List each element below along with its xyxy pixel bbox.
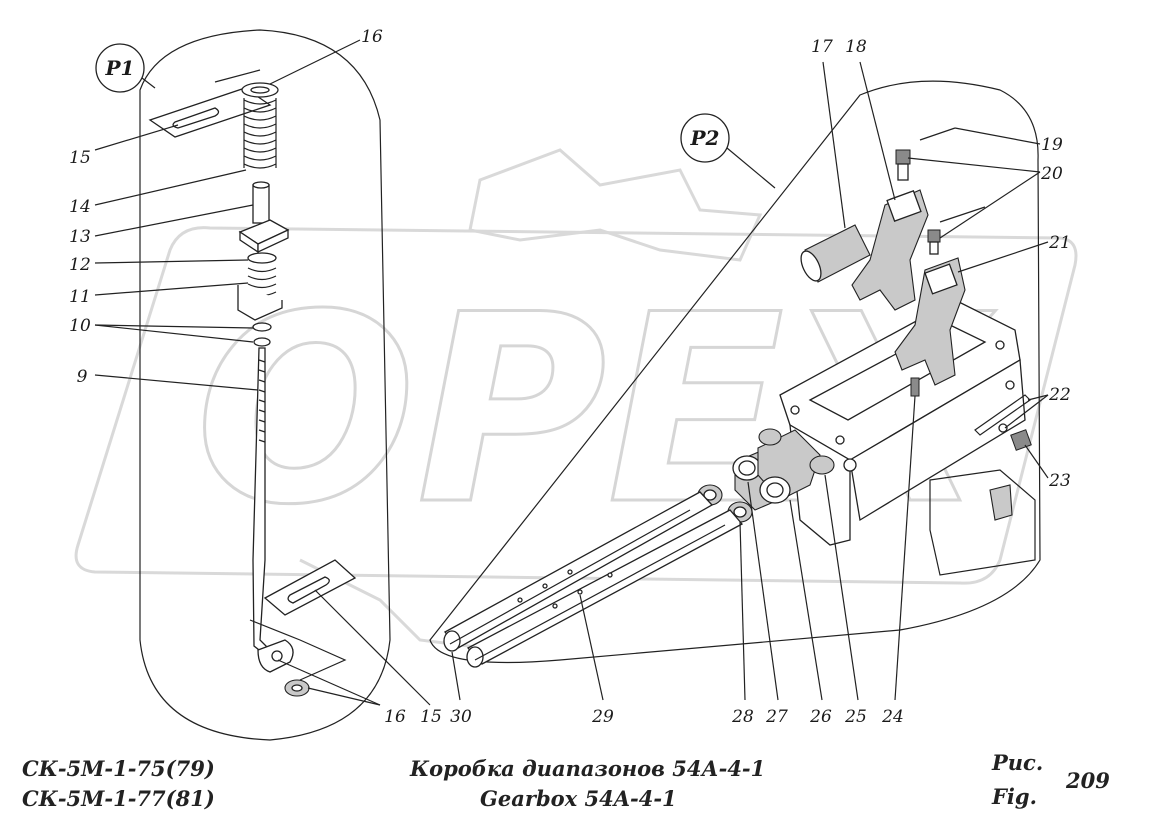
plug-23 <box>1010 429 1032 451</box>
part-number-25: 25 <box>844 707 867 727</box>
shift-fork-18 <box>851 189 929 311</box>
guide-block <box>238 219 290 254</box>
washers <box>252 322 272 347</box>
bushings-26-27 <box>732 429 821 511</box>
part-number-16a: 16 <box>361 27 383 47</box>
part-number-28: 28 <box>731 707 754 727</box>
shift-rods-29-30 <box>443 491 744 668</box>
part-number-17: 17 <box>811 37 833 57</box>
part-number-15a: 15 <box>69 148 91 168</box>
part-number-20: 20 <box>1040 164 1063 184</box>
part-number-18: 18 <box>845 37 867 57</box>
figure-number: 209 <box>1066 768 1110 793</box>
part-number-11: 11 <box>69 287 91 307</box>
part-number-9: 9 <box>77 367 88 387</box>
pin-24 <box>910 377 920 397</box>
figure-title-en: Gearbox 54A-4-1 <box>480 786 677 811</box>
part-number-15b: 15 <box>420 707 442 727</box>
part-number-16b: 16 <box>384 707 406 727</box>
figure-label-ru: Рис. <box>992 750 1044 775</box>
spring-upper <box>241 82 279 169</box>
part-number-24: 24 <box>881 707 904 727</box>
washer-bottom <box>284 679 310 697</box>
p2-callout-circle <box>680 113 730 163</box>
bolts-20 <box>895 149 941 255</box>
wires-19 <box>919 127 986 223</box>
roller-17 <box>800 224 871 283</box>
model-line-2: СК-5М-1-77(81) <box>22 786 215 811</box>
figure-label-en: Fig. <box>992 784 1037 809</box>
model-line-1: СК-5М-1-75(79) <box>22 756 215 781</box>
p1-enclosure <box>139 29 391 741</box>
part-number-29: 29 <box>591 707 614 727</box>
part-number-19: 19 <box>1041 135 1063 155</box>
rings-25 <box>758 428 835 475</box>
p1-callout: P1 <box>105 56 135 80</box>
p1-callout-circle <box>95 43 145 93</box>
part-number-26: 26 <box>809 707 832 727</box>
part-number-21: 21 <box>1048 233 1071 253</box>
spring-lower <box>237 252 283 321</box>
part-number-27: 27 <box>765 707 788 727</box>
shift-rod <box>252 347 294 673</box>
part-number-10: 10 <box>69 316 91 336</box>
p2-enclosure <box>429 80 1041 664</box>
part-number-23: 23 <box>1048 471 1071 491</box>
figure-title-ru: Коробка диапазонов 54А-4-1 <box>410 756 766 781</box>
part-number-30: 30 <box>450 707 472 727</box>
housing-lower <box>929 469 1036 576</box>
sleeve <box>252 181 270 224</box>
split-pin-plate-top <box>148 69 272 138</box>
part-number-13: 13 <box>69 227 91 247</box>
part-number-14: 14 <box>69 197 91 217</box>
p2-callout: P2 <box>690 126 720 150</box>
split-pin-plate-bottom <box>249 559 357 681</box>
shift-fork-21 <box>894 257 966 386</box>
part-number-22: 22 <box>1048 385 1071 405</box>
part-number-12: 12 <box>69 255 91 275</box>
